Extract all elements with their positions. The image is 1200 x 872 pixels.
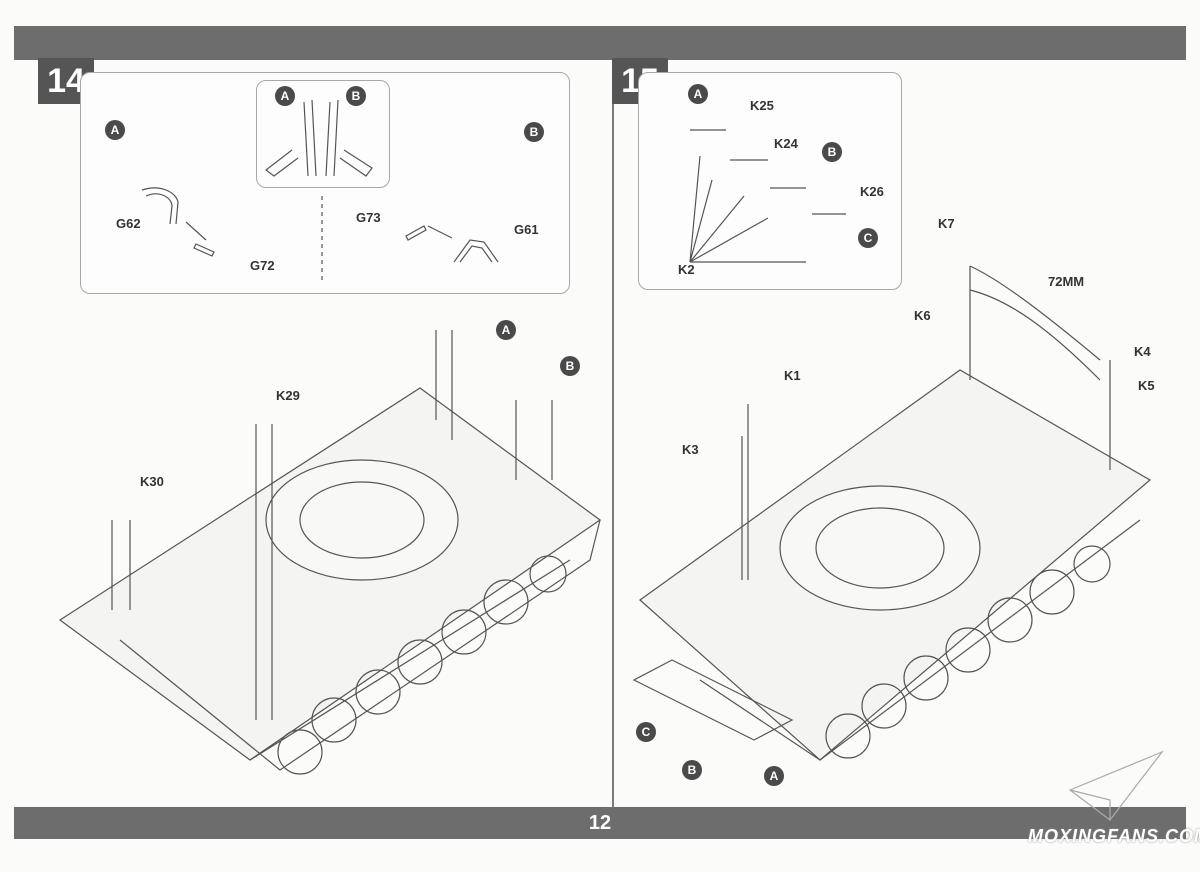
step-15-parts [689,129,846,263]
part-label-k2: K2 [678,262,695,277]
callout-b-tank-15: B [682,760,702,780]
tank-15-outline [632,369,1152,761]
callout-b: B [524,122,544,142]
header-bar [14,26,1186,60]
page-number: 12 [588,812,612,834]
step-14-number: 14 [38,58,94,104]
tank-14-wheels [277,555,567,775]
part-label-k4: K4 [1134,344,1151,359]
step-14-detail-box [256,80,390,188]
part-label-k7: K7 [938,216,955,231]
callout-b-tank: B [560,356,580,376]
length-label: 72MM [1048,274,1085,289]
part-label-k26: K26 [860,184,884,199]
footer-bar [14,807,1186,839]
callout-a: A [105,120,125,140]
callout-c-15: C [858,228,878,248]
callout-a-15: A [688,84,708,104]
watermark-text: MOXINGFANS.COM [1028,826,1200,846]
callout-b-15: B [822,142,842,162]
callout-a-tank: A [496,320,516,340]
paper-plane-logo-icon [1068,750,1164,821]
part-label-k6: K6 [914,308,931,323]
part-label-k25: K25 [750,98,774,113]
detail-callout-b: B [346,86,366,106]
part-label-k1: K1 [784,368,801,383]
detail-callout-a: A [275,86,295,106]
step-15-subassembly-box [638,72,902,290]
part-label-g61: G61 [514,222,539,237]
callout-a-tank-15: A [764,766,784,786]
column-divider [612,60,614,808]
callout-c-tank: C [636,722,656,742]
detail-bracket-lines [265,99,373,177]
part-label-g73: G73 [356,210,381,225]
tank-14-outline [58,387,602,771]
part-label-k30: K30 [140,474,164,489]
part-label-g72: G72 [250,258,275,273]
part-label-k24: K24 [774,136,798,151]
part-label-k29: K29 [276,388,300,403]
part-label-k3: K3 [682,442,699,457]
part-label-g62: G62 [116,216,141,231]
tank-15-wheels [825,545,1111,759]
part-label-k5: K5 [1138,378,1155,393]
